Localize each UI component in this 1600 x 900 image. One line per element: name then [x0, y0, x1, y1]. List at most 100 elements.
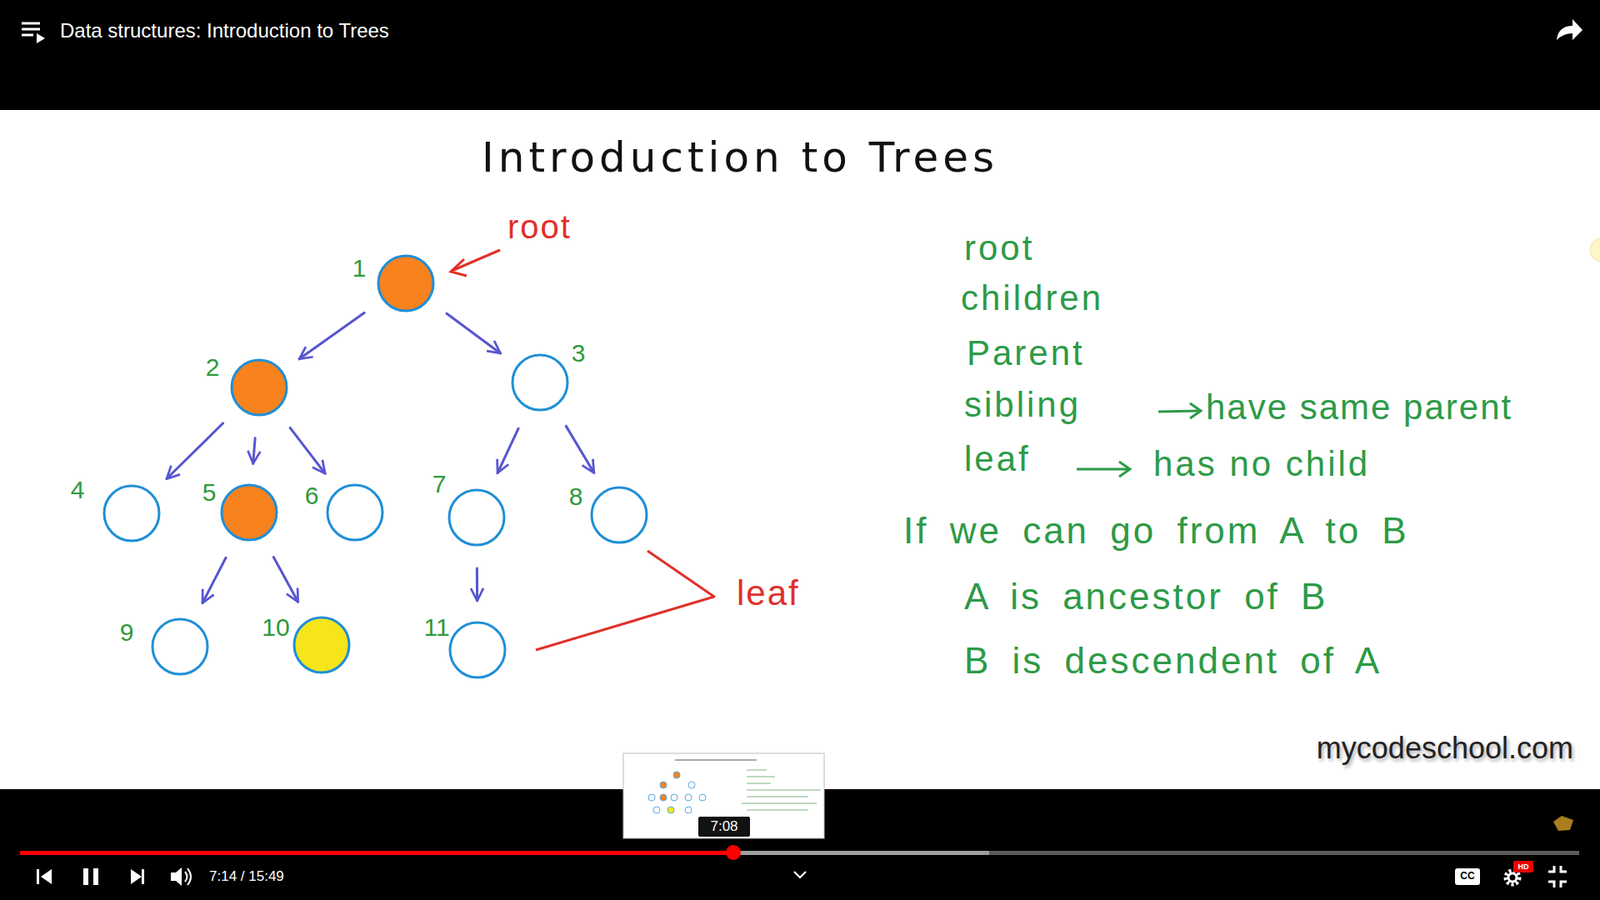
captions-button [1455, 868, 1480, 885]
tree-edge [290, 427, 325, 474]
root-pointer [451, 250, 500, 271]
tree-node: 8 [590, 485, 649, 545]
annotation: leaf [736, 573, 800, 614]
title-bar [0, 0, 1600, 110]
term: Parent [966, 333, 1085, 374]
node-circle [220, 483, 279, 542]
settings-gear [1508, 873, 1517, 882]
node-circle [221, 485, 277, 540]
thumbnail-node [653, 806, 660, 814]
thumbnail-node [648, 794, 655, 801]
channel-watermark-icon [1553, 815, 1574, 831]
progress-played [20, 850, 734, 855]
chevron-icon [794, 871, 806, 878]
hd-label: HD [1518, 862, 1530, 871]
node-number: 9 [120, 618, 135, 648]
tree-edge [446, 313, 500, 354]
definition: A is ancestor of B [964, 575, 1328, 619]
captions-label: CC [1460, 870, 1475, 883]
pause-button [93, 868, 99, 885]
exit-fullscreen-button [1548, 865, 1567, 888]
time-tooltip: 7:08 [710, 818, 738, 835]
node-number: 5 [202, 478, 217, 508]
node-number: 3 [571, 339, 586, 369]
leaf-bracket [535, 550, 715, 650]
root-pointer-head [450, 259, 467, 276]
watermark: mycodeschool.com [1316, 730, 1574, 765]
thumbnail-line [746, 776, 775, 778]
tree-edge [253, 438, 255, 464]
tree-edge [166, 423, 224, 480]
slide-title: Introduction to Trees [481, 134, 999, 183]
tree-node: 7 [447, 488, 506, 547]
previous-button [40, 869, 52, 885]
icon-line [21, 22, 40, 25]
arrow-symbol [1158, 410, 1200, 412]
thumbnail-node [685, 794, 692, 801]
node-circle [231, 360, 287, 415]
node-circle [327, 485, 383, 540]
slide-ground [0, 110, 1600, 790]
definition: have same parent [1205, 387, 1513, 428]
thumbnail-node [667, 806, 675, 814]
term: leaf [964, 439, 1031, 480]
node-circle [152, 619, 208, 675]
thumbnail-line [746, 790, 821, 791]
icon-line [21, 28, 40, 31]
share-icon [1556, 19, 1583, 40]
settings-gear [1505, 870, 1520, 885]
tree-node: 1 [376, 254, 435, 313]
tree-node: 9 [150, 617, 210, 676]
node-circle [448, 620, 507, 680]
thumbnail-line [741, 803, 817, 805]
tree-edge [202, 557, 226, 603]
thumbnail-line [675, 760, 757, 761]
node-circle [591, 487, 647, 543]
node-circle [325, 483, 385, 542]
tree-edge [497, 428, 519, 473]
progress-buffered [20, 850, 990, 855]
node-circle [150, 617, 210, 676]
playlist-icon [36, 33, 45, 44]
thumbnail-tree [648, 771, 706, 814]
tree-edge [565, 425, 594, 473]
tree-node: 2 [230, 358, 289, 417]
node-number: 7 [432, 470, 447, 500]
next-button [141, 869, 145, 885]
thumbnail-node [699, 794, 706, 801]
node-circle [449, 490, 505, 545]
node-circle [450, 622, 505, 678]
tree-node: 5 [220, 483, 279, 542]
node-circle [104, 485, 160, 541]
hd-badge [1513, 860, 1534, 873]
thumbnail-line [746, 783, 771, 785]
next-button [130, 869, 142, 885]
volume-wave [185, 871, 188, 882]
time-display: 7:14 / 15:49 [209, 868, 285, 885]
tree-edge [475, 568, 479, 601]
cursor-highlight [1590, 238, 1600, 262]
thumbnail-line [746, 770, 767, 771]
corner [1560, 865, 1567, 872]
tree-node: 4 [102, 484, 161, 543]
thumbnail-node [670, 794, 678, 801]
thumbnail-line [746, 810, 809, 811]
definition: B is descendent of A [964, 640, 1382, 683]
thumbnail-text-lines [675, 760, 821, 810]
term: root [964, 228, 1035, 269]
node-circle [447, 488, 506, 547]
thumbnail-line [746, 796, 809, 798]
tree-edge [299, 312, 365, 360]
term: sibling [964, 385, 1081, 425]
thumbnail-node [660, 781, 667, 789]
arrow-symbol [1119, 461, 1130, 477]
tree-node: 10 [292, 615, 351, 675]
icon-line [21, 34, 34, 37]
node-circle [102, 484, 161, 543]
annotation: root [507, 207, 572, 246]
node-circle [376, 254, 435, 313]
node-circle [590, 485, 649, 545]
time-tooltip-patch [698, 816, 750, 837]
corner [1548, 865, 1555, 872]
